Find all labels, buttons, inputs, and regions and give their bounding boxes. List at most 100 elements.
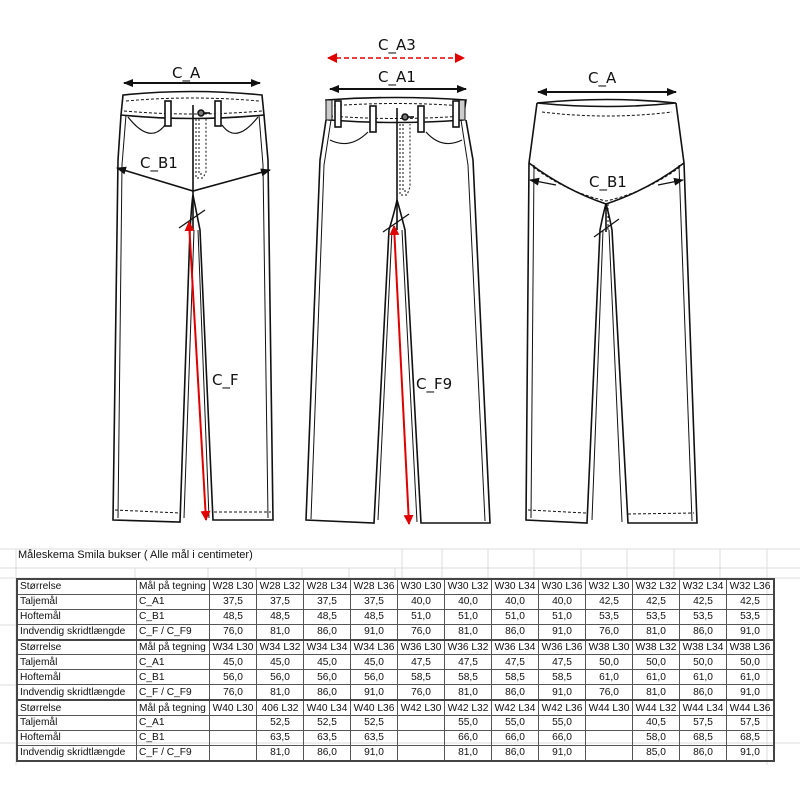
measurement-value-cell[interactable] [397, 744, 445, 762]
size-header-cell[interactable]: W38 L32 [632, 638, 680, 656]
measurement-label-cell[interactable]: Indvendig skridtlængde [16, 684, 137, 701]
measurement-value-cell[interactable]: 52,5 [303, 715, 351, 731]
header-label-cell[interactable]: Størrelse [16, 577, 137, 595]
measurement-value-cell[interactable]: 86,0 [679, 623, 727, 641]
measurement-value-cell[interactable]: 81,0 [444, 744, 492, 762]
size-header-cell[interactable]: W38 L36 [726, 638, 775, 656]
size-header-cell[interactable]: W44 L34 [679, 699, 727, 717]
measurement-value-cell[interactable]: 53,5 [585, 608, 633, 625]
measurement-value-cell[interactable]: 63,5 [303, 729, 351, 746]
measurement-value-cell[interactable]: 51,0 [444, 608, 492, 625]
measurement-value-cell[interactable]: 66,0 [491, 729, 539, 746]
measurement-value-cell[interactable]: 48,5 [209, 608, 257, 625]
measurement-value-cell[interactable]: 48,5 [350, 608, 398, 625]
size-header-cell[interactable]: W40 L34 [303, 699, 351, 717]
measurement-value-cell[interactable]: 86,0 [491, 744, 539, 762]
measurement-value-cell[interactable]: 81,0 [444, 684, 492, 701]
size-header-cell[interactable]: W44 L32 [632, 699, 680, 717]
measurement-label-cell[interactable]: Hoftemål [16, 729, 137, 746]
measurement-value-cell[interactable]: 53,5 [726, 608, 775, 625]
measurement-value-cell[interactable]: 48,5 [256, 608, 304, 625]
measurement-value-cell[interactable]: 61,0 [585, 669, 633, 686]
header-code-cell[interactable]: Mål på tegning [136, 577, 210, 595]
drawing-code-cell[interactable]: C_B1 [136, 608, 210, 625]
measurement-value-cell[interactable]: 76,0 [397, 623, 445, 641]
measurement-value-cell[interactable]: 37,5 [256, 593, 304, 610]
measurement-value-cell[interactable]: 68,5 [726, 729, 775, 746]
drawing-code-cell[interactable]: C_F / C_F9 [136, 684, 210, 701]
measurement-value-cell[interactable]: 50,0 [726, 654, 775, 671]
measurement-value-cell[interactable]: 91,0 [538, 623, 586, 641]
measurement-value-cell[interactable]: 58,5 [444, 669, 492, 686]
size-header-cell[interactable]: W34 L34 [303, 638, 351, 656]
measurement-value-cell[interactable]: 40,0 [397, 593, 445, 610]
drawing-code-cell[interactable]: C_A1 [136, 593, 210, 610]
measurement-value-cell[interactable]: 81,0 [256, 684, 304, 701]
measurement-value-cell[interactable]: 81,0 [632, 623, 680, 641]
measurement-value-cell[interactable]: 50,0 [585, 654, 633, 671]
measurement-value-cell[interactable] [397, 729, 445, 746]
drawing-code-cell[interactable]: C_B1 [136, 729, 210, 746]
measurement-label-cell[interactable]: Indvendig skridtlængde [16, 744, 137, 762]
measurement-value-cell[interactable]: 68,5 [679, 729, 727, 746]
header-label-cell[interactable]: Størrelse [16, 699, 137, 717]
measurement-value-cell[interactable]: 50,0 [679, 654, 727, 671]
measurement-value-cell[interactable]: 55,0 [444, 715, 492, 731]
measurement-value-cell[interactable]: 42,5 [679, 593, 727, 610]
measurement-value-cell[interactable]: 91,0 [726, 684, 775, 701]
size-header-cell[interactable]: W38 L30 [585, 638, 633, 656]
measurement-value-cell[interactable]: 58,0 [632, 729, 680, 746]
size-header-cell[interactable]: W44 L30 [585, 699, 633, 717]
size-header-cell[interactable]: W28 L36 [350, 577, 398, 595]
measurement-label-cell[interactable]: Taljemål [16, 654, 137, 671]
measurement-value-cell[interactable]: 86,0 [303, 744, 351, 762]
size-header-cell[interactable]: W34 L36 [350, 638, 398, 656]
measurement-value-cell[interactable]: 37,5 [303, 593, 351, 610]
measurement-value-cell[interactable]: 50,0 [632, 654, 680, 671]
measurement-value-cell[interactable]: 58,5 [491, 669, 539, 686]
size-header-cell[interactable]: W38 L34 [679, 638, 727, 656]
measurement-value-cell[interactable]: 42,5 [726, 593, 775, 610]
measurement-value-cell[interactable]: 58,5 [538, 669, 586, 686]
measurement-value-cell[interactable] [397, 715, 445, 731]
measurement-value-cell[interactable]: 40,5 [632, 715, 680, 731]
drawing-code-cell[interactable]: C_B1 [136, 669, 210, 686]
measurement-value-cell[interactable]: 81,0 [256, 623, 304, 641]
measurement-label-cell[interactable]: Hoftemål [16, 669, 137, 686]
drawing-code-cell[interactable]: C_A1 [136, 715, 210, 731]
measurement-value-cell[interactable]: 81,0 [444, 623, 492, 641]
measurement-value-cell[interactable]: 58,5 [397, 669, 445, 686]
drawing-code-cell[interactable]: C_F / C_F9 [136, 744, 210, 762]
measurement-value-cell[interactable]: 47,5 [491, 654, 539, 671]
measurement-value-cell[interactable]: 85,0 [632, 744, 680, 762]
size-header-cell[interactable]: W42 L32 [444, 699, 492, 717]
measurement-value-cell[interactable]: 91,0 [538, 684, 586, 701]
measurement-value-cell[interactable]: 86,0 [303, 623, 351, 641]
measurement-value-cell[interactable]: 76,0 [209, 623, 257, 641]
measurement-value-cell[interactable]: 56,0 [350, 669, 398, 686]
measurement-label-cell[interactable]: Indvendig skridtlængde [16, 623, 137, 641]
measurement-value-cell[interactable]: 86,0 [679, 684, 727, 701]
size-header-cell[interactable]: W36 L34 [491, 638, 539, 656]
measurement-value-cell[interactable]: 37,5 [350, 593, 398, 610]
measurement-value-cell[interactable]: 91,0 [726, 623, 775, 641]
measurement-value-cell[interactable]: 55,0 [491, 715, 539, 731]
measurement-value-cell[interactable]: 51,0 [491, 608, 539, 625]
measurement-value-cell[interactable]: 86,0 [679, 744, 727, 762]
measurement-value-cell[interactable]: 37,5 [209, 593, 257, 610]
measurement-label-cell[interactable]: Taljemål [16, 715, 137, 731]
measurement-value-cell[interactable]: 48,5 [303, 608, 351, 625]
measurement-value-cell[interactable]: 56,0 [303, 669, 351, 686]
measurement-value-cell[interactable]: 61,0 [679, 669, 727, 686]
size-header-cell[interactable]: W40 L36 [350, 699, 398, 717]
measurement-value-cell[interactable]: 45,0 [209, 654, 257, 671]
measurement-value-cell[interactable] [209, 715, 257, 731]
size-header-cell[interactable]: W32 L34 [679, 577, 727, 595]
measurement-value-cell[interactable] [585, 744, 633, 762]
measurement-value-cell[interactable]: 91,0 [538, 744, 586, 762]
measurement-value-cell[interactable]: 81,0 [256, 744, 304, 762]
size-header-cell[interactable]: W30 L36 [538, 577, 586, 595]
measurement-value-cell[interactable]: 63,5 [350, 729, 398, 746]
measurement-value-cell[interactable]: 53,5 [679, 608, 727, 625]
measurement-value-cell[interactable]: 91,0 [350, 684, 398, 701]
